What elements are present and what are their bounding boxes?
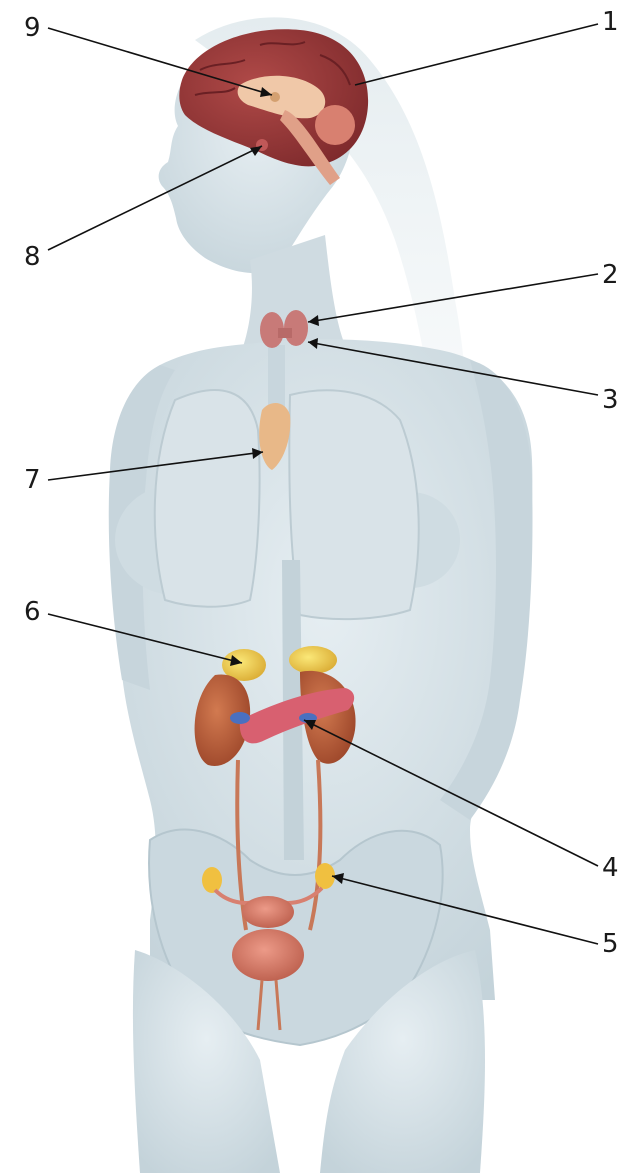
label-2: 2 (602, 260, 619, 290)
label-5: 5 (602, 929, 619, 959)
label-4: 4 (602, 853, 619, 883)
label-7: 7 (24, 465, 41, 495)
label-8: 8 (24, 242, 41, 272)
label-3: 3 (602, 385, 619, 415)
ovary-left (202, 867, 222, 893)
adrenal-right (289, 646, 337, 674)
label-1: 1 (602, 7, 619, 37)
leader-1 (355, 24, 598, 85)
label-6: 6 (24, 597, 41, 627)
lung-left (155, 390, 260, 607)
body-silhouette (109, 17, 533, 1173)
pineal-gland (270, 92, 280, 102)
label-9: 9 (24, 13, 41, 43)
lung-right (289, 390, 418, 619)
